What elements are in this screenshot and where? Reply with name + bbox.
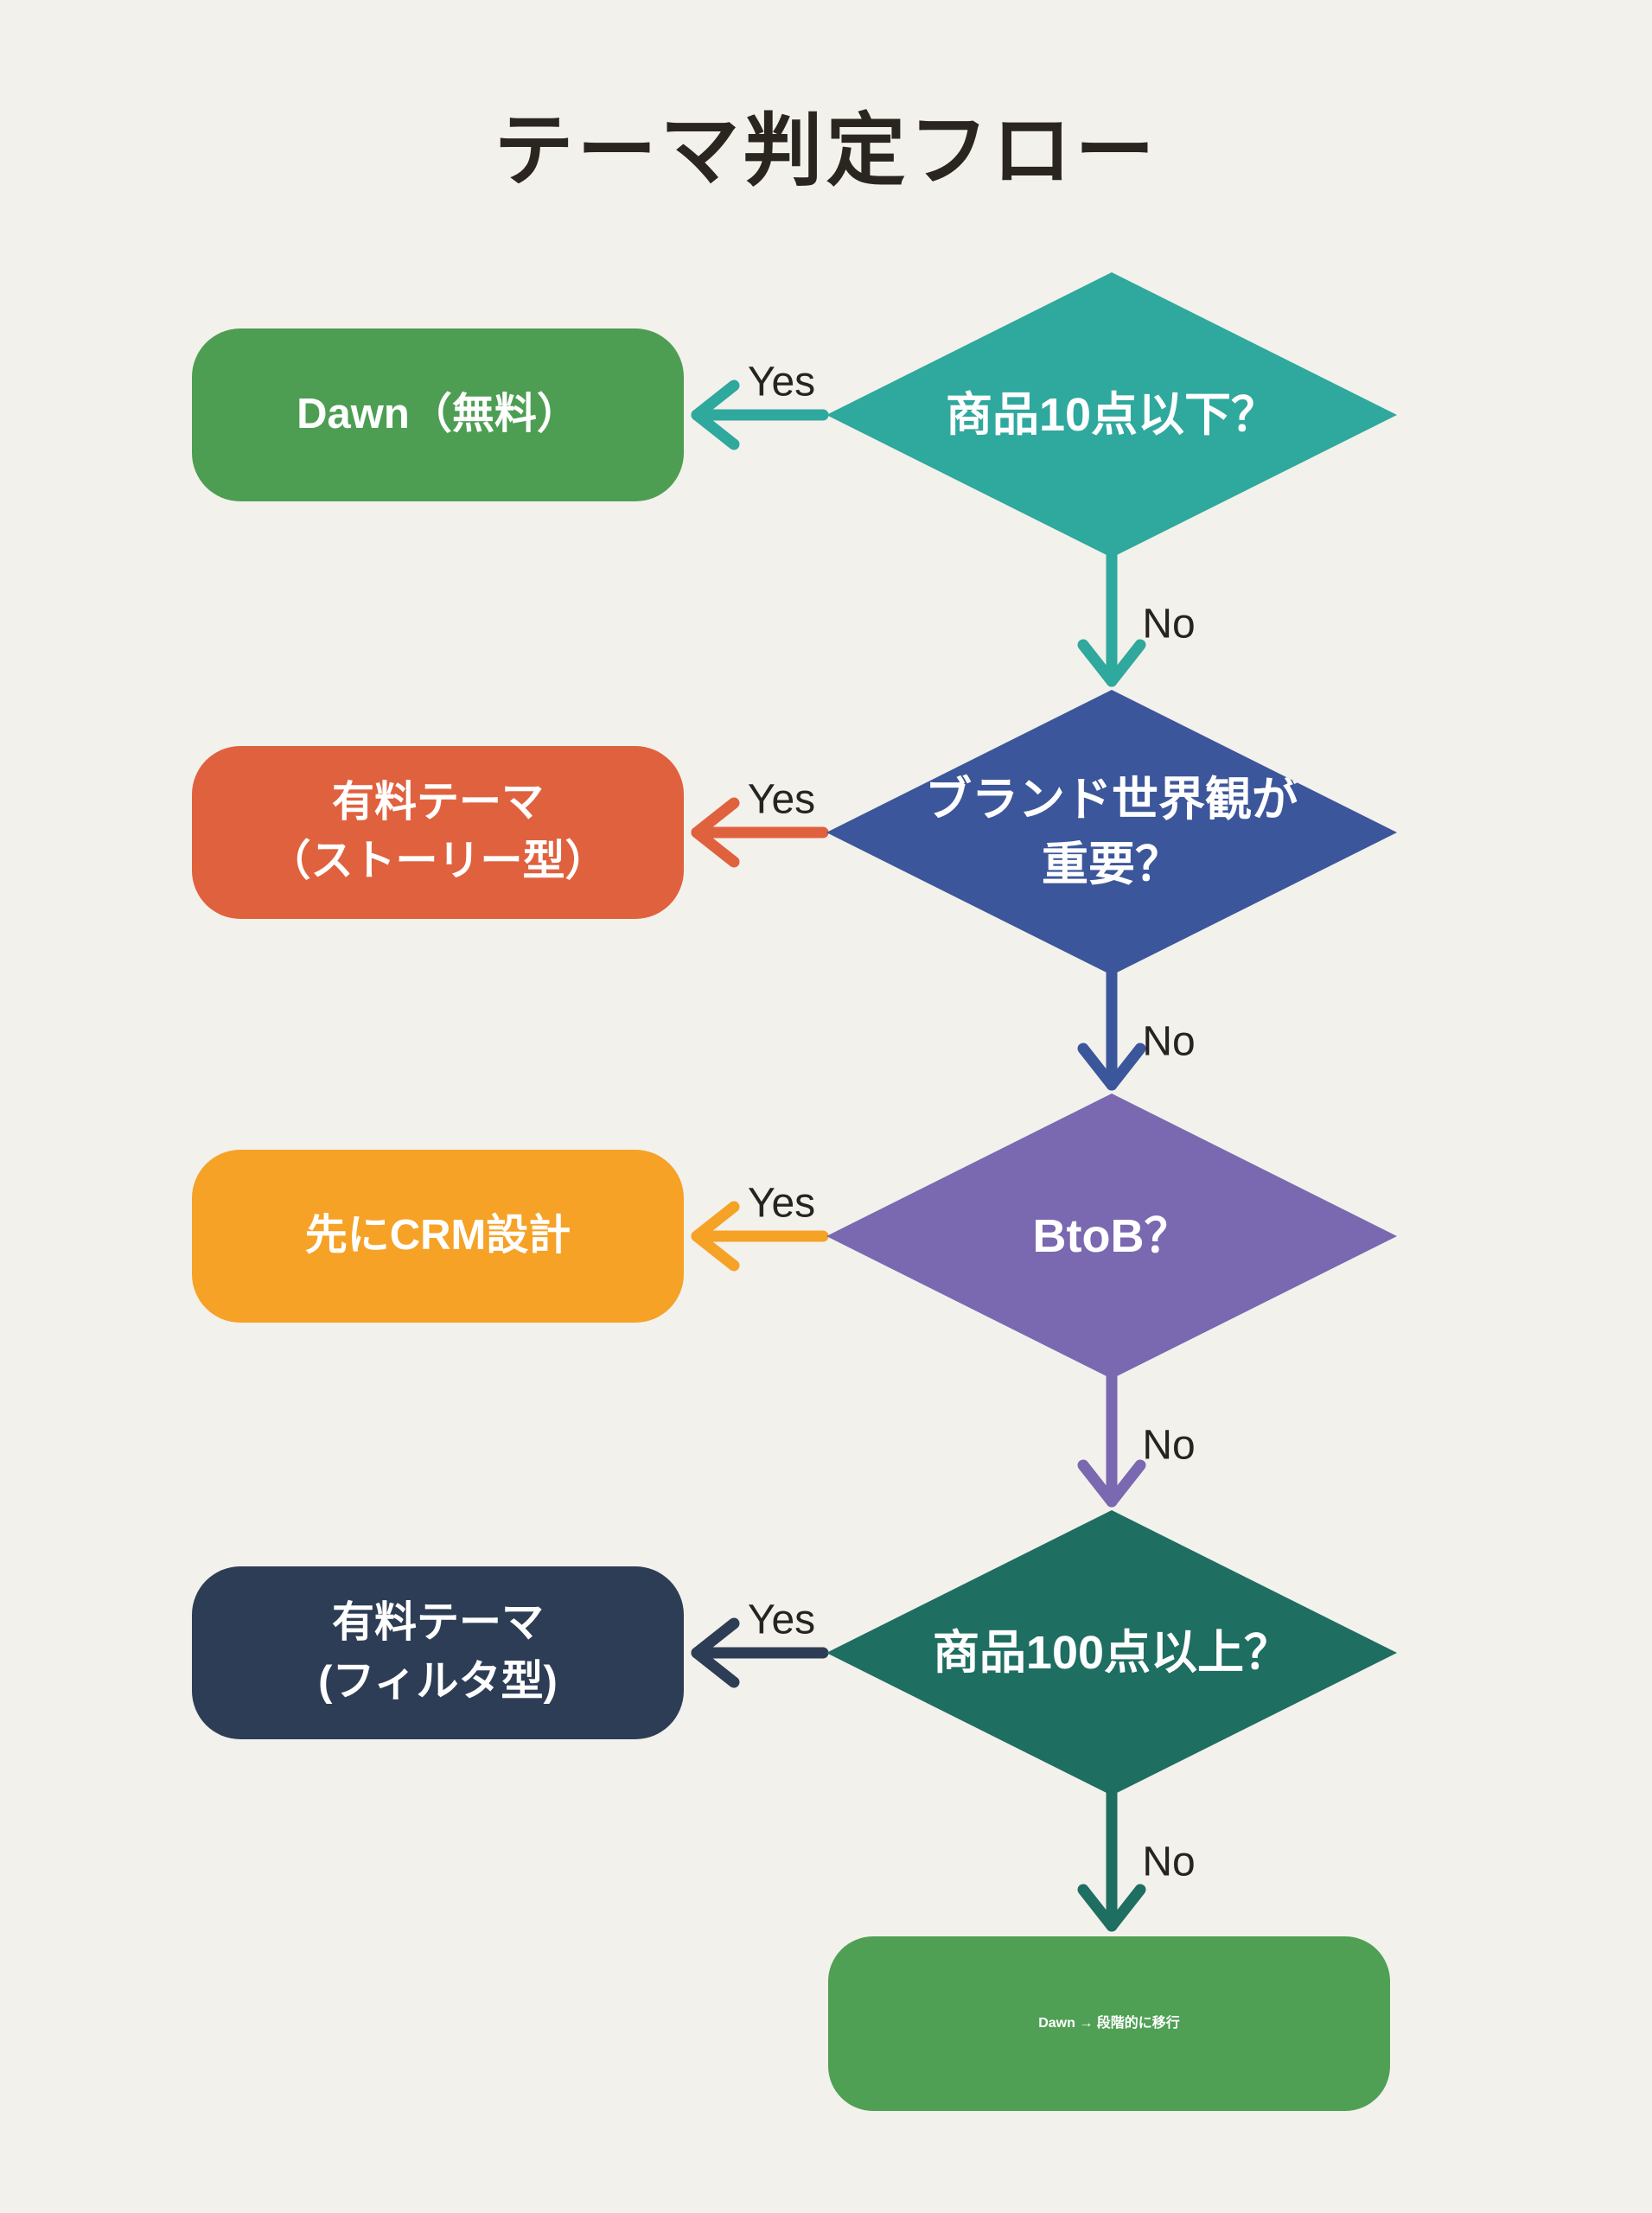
edge-label-no-4: No	[1142, 1839, 1196, 1885]
arrow-head	[691, 1201, 740, 1272]
arrow-head	[691, 379, 740, 450]
decision-label: ブランド世界観が 重要？	[925, 774, 1298, 890]
result-label: 有料テーマ （ストーリー型）	[268, 779, 608, 884]
yes-arrow-2	[691, 797, 829, 868]
result-crm-first: 先にCRM設計	[192, 1150, 684, 1323]
result-paid-theme-filter: 有料テーマ (フィルタ型)	[192, 1566, 684, 1739]
result-dawn-free: Dawn（無料）	[192, 328, 684, 501]
edge-label-yes-4: Yes	[747, 1597, 816, 1643]
yes-arrow-1	[691, 379, 829, 450]
edge-label-yes-2: Yes	[747, 776, 816, 823]
arrow-head	[1077, 639, 1146, 687]
edge-label-yes-3: Yes	[747, 1180, 816, 1227]
no-arrow-3	[1077, 1371, 1146, 1508]
edge-label-no-2: No	[1142, 1018, 1196, 1065]
page-title: テーマ判定フロー	[494, 107, 1158, 195]
yes-arrow-4	[691, 1617, 829, 1688]
decision-label: 商品10点以下？	[945, 388, 1279, 441]
decision-label: BtoB？	[1032, 1209, 1191, 1262]
edge-label-yes-1: Yes	[747, 359, 816, 405]
result-paid-theme-story: 有料テーマ （ストーリー型）	[192, 746, 684, 919]
result-label: 先にCRM設計	[304, 1212, 571, 1260]
no-arrow-1	[1077, 550, 1146, 687]
arrow-head	[691, 1617, 740, 1688]
no-arrow-2	[1077, 967, 1146, 1091]
edge-label-no-1: No	[1142, 601, 1196, 647]
yes-arrow-3	[691, 1201, 829, 1272]
result-dawn-gradual-migration: Dawn → 段階的に移行	[828, 1936, 1390, 2111]
arrow-head	[1077, 1043, 1146, 1091]
arrow-head	[1077, 1459, 1146, 1508]
result-label: Dawn → 段階的に移行	[1038, 2015, 1180, 2031]
result-label: 有料テーマ (フィルタ型)	[318, 1599, 558, 1705]
no-arrow-4	[1077, 1788, 1146, 1932]
arrow-head	[1077, 1884, 1146, 1932]
arrow-head	[691, 797, 740, 868]
edge-label-no-3: No	[1142, 1422, 1196, 1469]
result-label: Dawn（無料）	[297, 391, 579, 438]
decision-label: 商品100点以上？	[932, 1626, 1292, 1679]
